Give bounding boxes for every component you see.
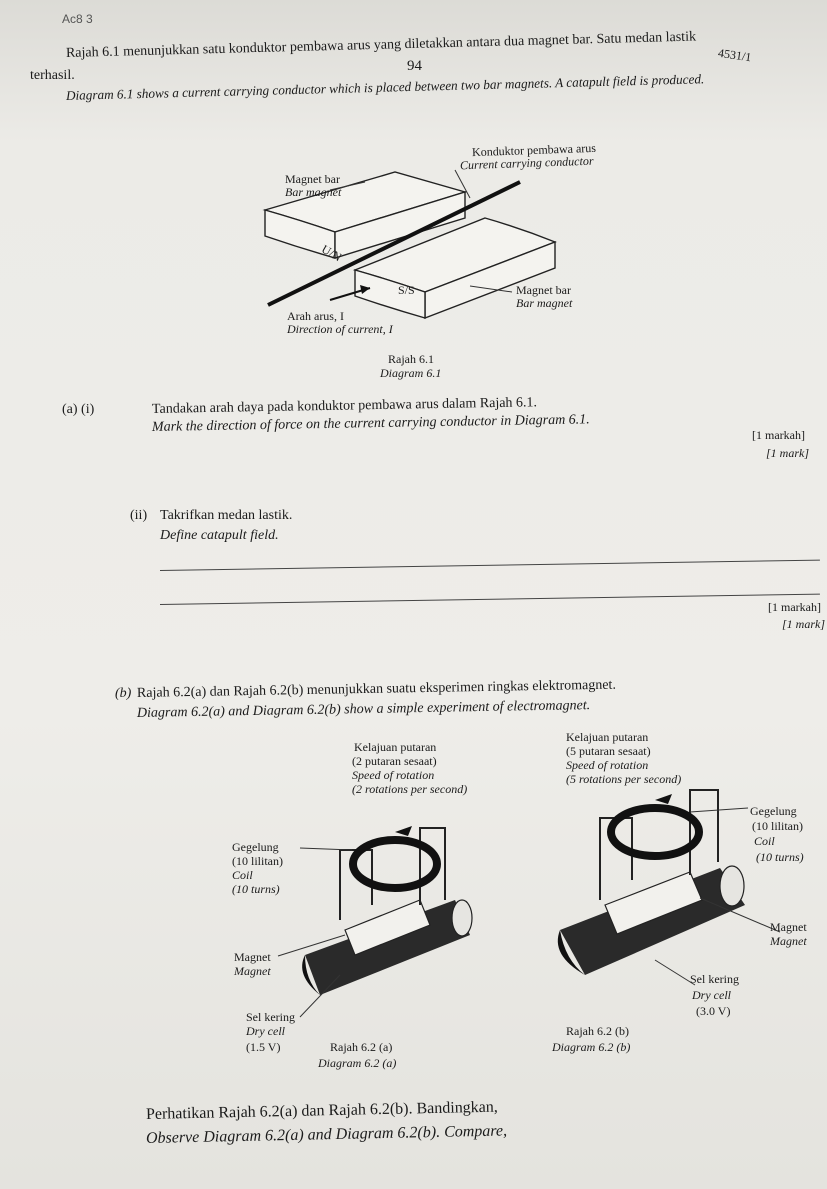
speed-a-english-2: (2 rotations per second) xyxy=(352,782,468,796)
coil-a-malay-2: (10 lilitan) xyxy=(232,854,283,868)
corner-note: Ac8 3 xyxy=(62,12,93,26)
cell-a-english: Dry cell xyxy=(246,1024,285,1038)
cell-a-malay: Sel kering xyxy=(246,1010,295,1024)
coil-b-malay-1: Gegelung xyxy=(750,804,797,818)
magnet-a-english: Magnet xyxy=(234,964,271,978)
label-magnet-left-english: Bar magnet xyxy=(285,185,342,199)
speed-b-malay-2: (5 putaran sesaat) xyxy=(566,744,651,758)
question-a-ii-marks-english: [1 mark] xyxy=(782,617,826,631)
right-bar-magnet xyxy=(352,217,557,320)
label-current-english: Direction of current, I xyxy=(287,322,393,336)
intro-continued-word: terhasil. xyxy=(30,68,75,83)
question-a-ii-marks-malay: [1 markah] xyxy=(768,600,821,614)
label-magnet-right-english: Bar magnet xyxy=(516,296,573,310)
pole-south: S/S xyxy=(398,283,415,297)
question-a-i-marks-malay: [1 markah] xyxy=(752,428,805,442)
diagram-6-1-caption-english: Diagram 6.1 xyxy=(380,366,442,380)
cell-b-malay: Sel kering xyxy=(690,972,739,986)
cell-b-english: Dry cell xyxy=(692,988,731,1002)
speed-b-english-2: (5 rotations per second) xyxy=(566,772,682,786)
diagram-6-2a-caption-english: Diagram 6.2 (a) xyxy=(318,1056,397,1070)
magnet-b-malay: Magnet xyxy=(770,920,807,934)
coil-a-english-2: (10 turns) xyxy=(232,882,280,896)
label-magnet-right-malay: Magnet bar xyxy=(516,283,571,297)
coil-b-english-2: (10 turns) xyxy=(756,850,804,864)
speed-a-english-1: Speed of rotation xyxy=(352,768,435,782)
coil-a-english-1: Coil xyxy=(232,868,253,882)
coil-a-malay-1: Gegelung xyxy=(232,840,279,854)
speed-b-english-1: Speed of rotation xyxy=(566,758,649,772)
coil-a xyxy=(349,836,441,892)
coil-b xyxy=(607,804,703,860)
left-bar-magnet xyxy=(262,171,468,259)
magnet-a-malay: Magnet xyxy=(234,950,271,964)
question-b-label: (b) xyxy=(115,686,132,701)
diagram-6-2b-caption-malay: Rajah 6.2 (b) xyxy=(566,1024,629,1038)
speed-b-malay-1: Kelajuan putaran xyxy=(566,730,649,744)
cell-b-voltage: (3.0 V) xyxy=(696,1004,731,1018)
question-a-i-marks-english: [1 mark] xyxy=(766,446,810,460)
speed-a-malay-2: (2 putaran sesaat) xyxy=(352,754,437,768)
current-carrying-conductor xyxy=(267,180,521,307)
label-magnet-left-malay: Magnet bar xyxy=(285,172,340,186)
magnet-b xyxy=(604,871,703,935)
question-a-i-label: (a) (i) xyxy=(62,402,95,417)
question-a-ii-malay: Takrifkan medan lastik. xyxy=(160,508,293,523)
coil-b-english-1: Coil xyxy=(754,834,775,848)
diagram-6-2b-caption-english: Diagram 6.2 (b) xyxy=(552,1040,631,1054)
cell-a-voltage: (1.5 V) xyxy=(246,1040,281,1054)
question-a-ii-english: Define catapult field. xyxy=(160,528,279,543)
diagram-6-2a-caption-malay: Rajah 6.2 (a) xyxy=(330,1040,393,1054)
diagram-6-1-caption-malay: Rajah 6.1 xyxy=(388,352,434,366)
magnet-b-english: Magnet xyxy=(770,934,807,948)
label-current-malay: Arah arus, I xyxy=(287,309,344,323)
coil-b-malay-2: (10 lilitan) xyxy=(752,819,803,833)
magnet-a xyxy=(344,899,431,956)
speed-a-malay-1: Kelajuan putaran xyxy=(354,740,437,754)
page-number: 94 xyxy=(407,58,422,74)
question-a-ii-label: (ii) xyxy=(130,508,148,523)
